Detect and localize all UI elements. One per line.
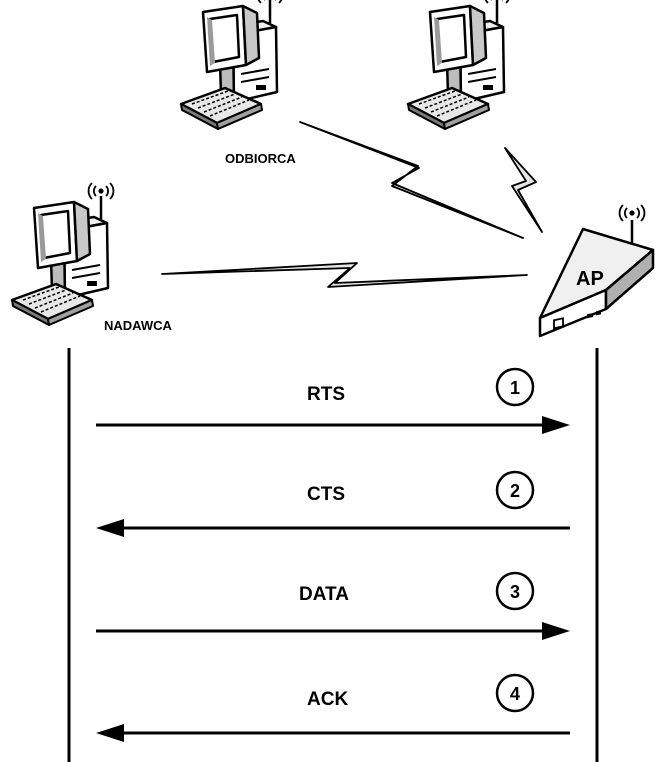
data-message: DATA 3 — [96, 571, 570, 640]
receiver-link-bolt-icon — [299, 121, 524, 239]
arrowhead-right-icon — [542, 416, 570, 434]
step-number-circle — [495, 470, 535, 510]
station-computer-icon — [406, 0, 511, 131]
receiver-label: ODBIORCA — [225, 151, 296, 166]
step-number: 4 — [510, 684, 520, 704]
message-label: RTS — [307, 384, 345, 405]
message-label: DATA — [299, 584, 349, 605]
message-label: ACK — [307, 689, 348, 710]
rts-message: RTS 1 — [96, 367, 570, 434]
step-number: 1 — [510, 378, 520, 398]
step-number: 3 — [510, 582, 520, 602]
step-number-circle — [495, 571, 535, 611]
arrowhead-right-icon — [542, 622, 570, 640]
message-label: CTS — [307, 484, 345, 505]
sender-computer-icon — [10, 181, 115, 327]
ap-label: AP — [576, 268, 604, 290]
step-number-circle — [495, 673, 535, 713]
step-number: 2 — [510, 481, 520, 501]
step-number-circle — [495, 367, 535, 407]
cts-message: CTS 2 — [96, 470, 570, 537]
receiver-computer-icon — [179, 0, 284, 131]
station-link-bolt-icon — [504, 147, 543, 233]
sender-link-bolt-icon — [161, 262, 528, 288]
arrowhead-left-icon — [96, 519, 124, 537]
ack-message: ACK 4 — [96, 673, 570, 742]
access-point-icon — [538, 204, 655, 338]
sender-label: NADAWCA — [104, 318, 172, 333]
arrowhead-left-icon — [96, 724, 124, 742]
